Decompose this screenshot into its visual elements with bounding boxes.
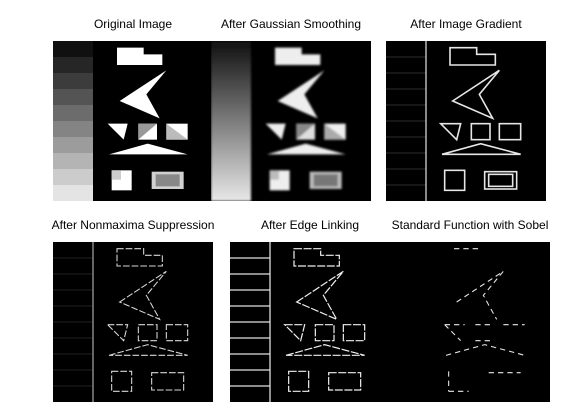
panel-title: Original Image bbox=[93, 17, 173, 31]
panel-title: After Image Gradient bbox=[410, 17, 522, 31]
gaussian-image bbox=[211, 41, 371, 201]
linking-image bbox=[230, 242, 390, 402]
gradient-image bbox=[386, 41, 546, 201]
sobel-image bbox=[390, 242, 550, 402]
panel-title: Standard Function with Sobel bbox=[391, 218, 549, 232]
nonmax-image bbox=[53, 242, 213, 402]
original-image bbox=[53, 41, 213, 201]
panel-linking: After Edge Linking bbox=[230, 218, 390, 402]
panel-title: After Gaussian Smoothing bbox=[220, 17, 362, 31]
panel-title: After Nonmaxima Suppression bbox=[51, 218, 215, 232]
panel-gaussian: After Gaussian Smoothing bbox=[211, 17, 371, 201]
panel-gradient: After Image Gradient bbox=[386, 17, 546, 201]
panel-nonmax: After Nonmaxima Suppression bbox=[52, 218, 214, 402]
panel-sobel: Standard Function with Sobel bbox=[390, 218, 550, 402]
panel-title: After Edge Linking bbox=[260, 218, 360, 232]
panel-original: Original Image bbox=[53, 17, 213, 201]
